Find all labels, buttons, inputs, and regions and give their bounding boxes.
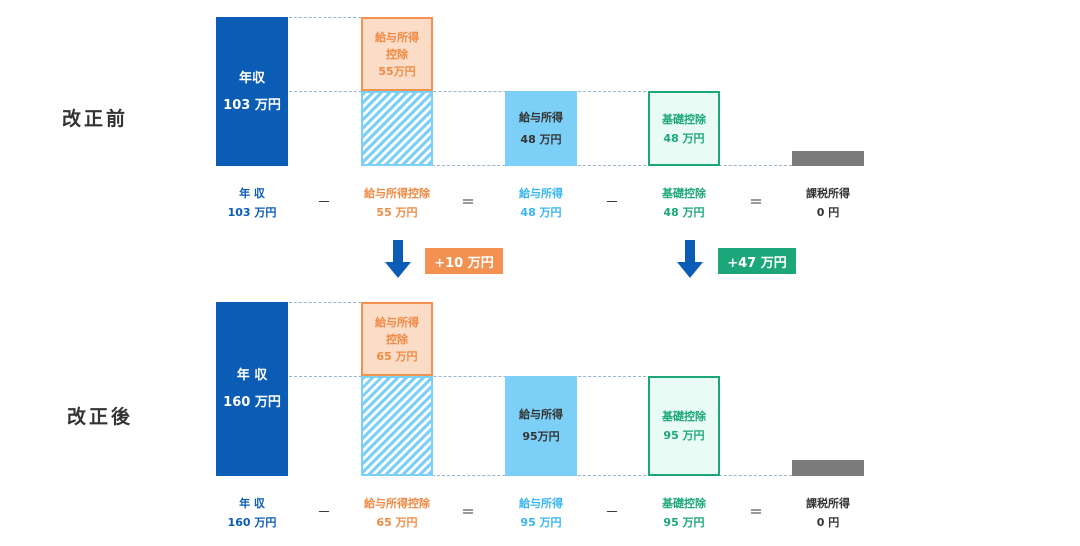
caption-value: 103 万円	[227, 206, 277, 219]
kiso-box-before: 基礎控除 48 万円	[648, 91, 720, 166]
caption-name: 給与所得控除	[364, 497, 430, 510]
dash-bottom-after	[432, 475, 792, 476]
dash-bottom-before	[432, 165, 792, 166]
kyuyo-deduct-box-after: 給与所得 控除 65 万円	[361, 302, 433, 376]
kyuyo-box-after: 給与所得 95万円	[505, 376, 577, 476]
dash-mid-before	[289, 91, 646, 92]
caption-value: 65 万円	[376, 516, 418, 529]
kyuyo-box-amount: 95万円	[522, 430, 560, 443]
nenshu-box-title: 年収	[238, 70, 265, 86]
caption-value: 95 万円	[520, 516, 562, 529]
dash-top-after	[289, 302, 361, 303]
caption-value: 48 万円	[520, 206, 562, 219]
equals-operator: ＝	[749, 195, 763, 211]
caption-name: 給与所得	[519, 187, 563, 200]
equals-operator: ＝	[749, 505, 763, 521]
minus-operator: －	[317, 195, 331, 211]
hatched-block-after	[361, 376, 433, 476]
caption-value: 95 万円	[663, 516, 705, 529]
down-arrow-icon	[385, 240, 411, 278]
caption-value: 0 円	[816, 206, 840, 219]
caption-value: 0 円	[816, 516, 840, 529]
caption-name: 年 収	[239, 187, 265, 200]
caption-taxable-after: 課税所得 0 円	[768, 494, 888, 532]
caption-kyuyo-after: 給与所得 95 万円	[481, 494, 601, 532]
kyuyo-deduct-box-amount: 65 万円	[376, 349, 418, 363]
down-arrow-icon	[677, 240, 703, 278]
dash-mid-after	[289, 376, 646, 377]
kyuyo-deduct-box-title: 給与所得	[375, 30, 419, 44]
kyuyo-box-amount: 48 万円	[520, 132, 562, 146]
minus-operator: －	[605, 195, 619, 211]
minus-operator: －	[317, 505, 331, 521]
minus-operator: －	[605, 505, 619, 521]
caption-name: 給与所得控除	[364, 187, 430, 200]
after-row-label: 改正後	[67, 406, 134, 428]
caption-name: 給与所得	[519, 497, 563, 510]
kyuyo-deduct-box-before: 給与所得 控除 55万円	[361, 17, 433, 91]
dash-top-before	[289, 17, 361, 18]
caption-value: 48 万円	[663, 206, 705, 219]
caption-name: 課税所得	[806, 187, 850, 200]
nenshu-box-title: 年 収	[236, 368, 268, 383]
kyuyo-deduct-increase-badge: +10 万円	[425, 248, 503, 274]
caption-name: 基礎控除	[662, 187, 706, 200]
kyuyo-box-title: 給与所得	[519, 110, 563, 124]
nenshu-box-amount: 103 万円	[223, 97, 281, 113]
nenshu-box-after: 年 収 160 万円	[216, 302, 288, 476]
caption-nenshu-before: 年 収 103 万円	[192, 184, 312, 222]
kyuyo-deduct-box-title2: 控除	[386, 47, 408, 61]
kyuyo-deduct-box-title: 給与所得	[375, 315, 419, 329]
caption-kyuyo-deduct-before: 給与所得控除 55 万円	[337, 184, 457, 222]
caption-name: 基礎控除	[662, 497, 706, 510]
caption-kyuyo-deduct-after: 給与所得控除 65 万円	[337, 494, 457, 532]
kiso-box-title: 基礎控除	[662, 410, 706, 423]
nenshu-box-amount: 160 万円	[223, 395, 281, 410]
kiso-box-amount: 48 万円	[663, 131, 705, 145]
caption-name: 年 収	[239, 497, 265, 510]
caption-taxable-before: 課税所得 0 円	[768, 184, 888, 222]
taxable-block-before	[792, 151, 864, 166]
kyuyo-deduct-box-title2: 控除	[386, 332, 408, 346]
kiso-box-amount: 95 万円	[663, 429, 705, 442]
caption-value: 55 万円	[376, 206, 418, 219]
caption-name: 課税所得	[806, 497, 850, 510]
kiso-box-after: 基礎控除 95 万円	[648, 376, 720, 476]
taxable-block-after	[792, 460, 864, 476]
caption-nenshu-after: 年 収 160 万円	[192, 494, 312, 532]
before-row-label: 改正前	[62, 108, 129, 130]
kiso-increase-badge: +47 万円	[718, 248, 796, 274]
kyuyo-box-title: 給与所得	[519, 408, 563, 421]
kyuyo-box-before: 給与所得 48 万円	[505, 91, 577, 166]
equals-operator: ＝	[461, 505, 475, 521]
nenshu-box-before: 年収 103 万円	[216, 17, 288, 166]
hatched-block-before	[361, 91, 433, 166]
equals-operator: ＝	[461, 195, 475, 211]
kyuyo-deduct-box-amount: 55万円	[378, 64, 416, 78]
caption-kyuyo-before: 給与所得 48 万円	[481, 184, 601, 222]
caption-value: 160 万円	[227, 516, 277, 529]
caption-kiso-before: 基礎控除 48 万円	[624, 184, 744, 222]
caption-kiso-after: 基礎控除 95 万円	[624, 494, 744, 532]
kiso-box-title: 基礎控除	[662, 112, 706, 126]
